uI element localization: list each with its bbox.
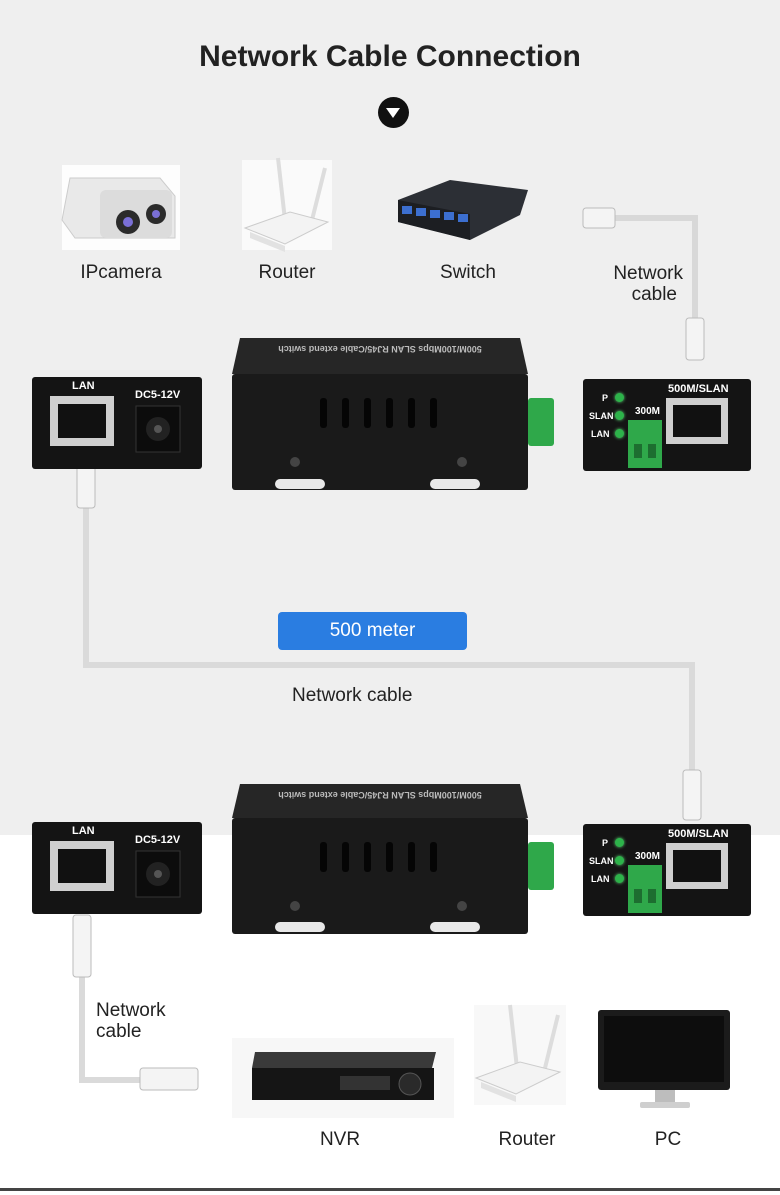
led-p-label: P [602,838,609,848]
rj45-plug-icon [582,207,616,229]
router-icon [474,1004,566,1105]
led-indicator [615,393,624,402]
pc-monitor-icon [598,1010,730,1108]
rj45-plug-icon [72,914,92,978]
speed-label: 300M [635,851,661,862]
led-p-label: P [602,393,609,403]
led-lan-label: LAN [591,874,610,884]
led-indicator [615,429,624,438]
network-cable-label-line2: cable [631,284,677,305]
network-switch-icon [398,180,528,240]
ip-camera-icon [61,165,180,250]
footer-divider [0,1188,780,1191]
led-lan-label: LAN [591,429,610,439]
network-cable-label-line1: Network [96,1000,166,1021]
port-label: 500M/SLAN [668,383,729,395]
router-icon [242,157,332,252]
port-label: 500M/SLAN [668,828,729,840]
lan-label: LAN [72,825,95,837]
switch-label: Switch [440,262,496,283]
lan-label: LAN [72,380,95,392]
device-front-face [232,374,528,490]
device-top-face [232,338,528,374]
led-slan-label: SLAN [589,856,614,866]
network-cable-label-line1: Network [613,263,683,284]
middle-cable-label: Network cable [292,685,413,706]
dc-label: DC5-12V [135,389,181,401]
rj45-plug-icon [682,769,702,821]
page-title: Network Cable Connection [199,40,581,73]
distance-badge: 500 meter [278,612,467,650]
long-network-cable [83,470,695,800]
led-slan-label: SLAN [589,411,614,421]
terminal-block [628,865,662,913]
terminal-block [528,398,554,446]
chevron-down-icon [378,97,409,128]
nvr-icon [232,1038,454,1118]
terminal-block [628,420,662,468]
router-label: Router [258,262,316,283]
led-indicator [615,856,624,865]
nvr-label: NVR [319,1129,361,1150]
vent-slots [320,398,437,428]
rj45-plug-icon [685,317,705,361]
rj45-plug-icon [139,1067,199,1091]
led-indicator [615,411,624,420]
speed-label: 300M [635,406,661,417]
led-indicator [615,838,624,847]
led-indicator [615,874,624,883]
router-label: Router [498,1129,556,1150]
pc-label: PC [654,1129,682,1150]
top-network-cable [612,215,698,340]
network-cable-label-line2: cable [96,1021,142,1042]
ipcamera-label: IPcamera [80,262,162,283]
dc-label: DC5-12V [135,834,181,846]
